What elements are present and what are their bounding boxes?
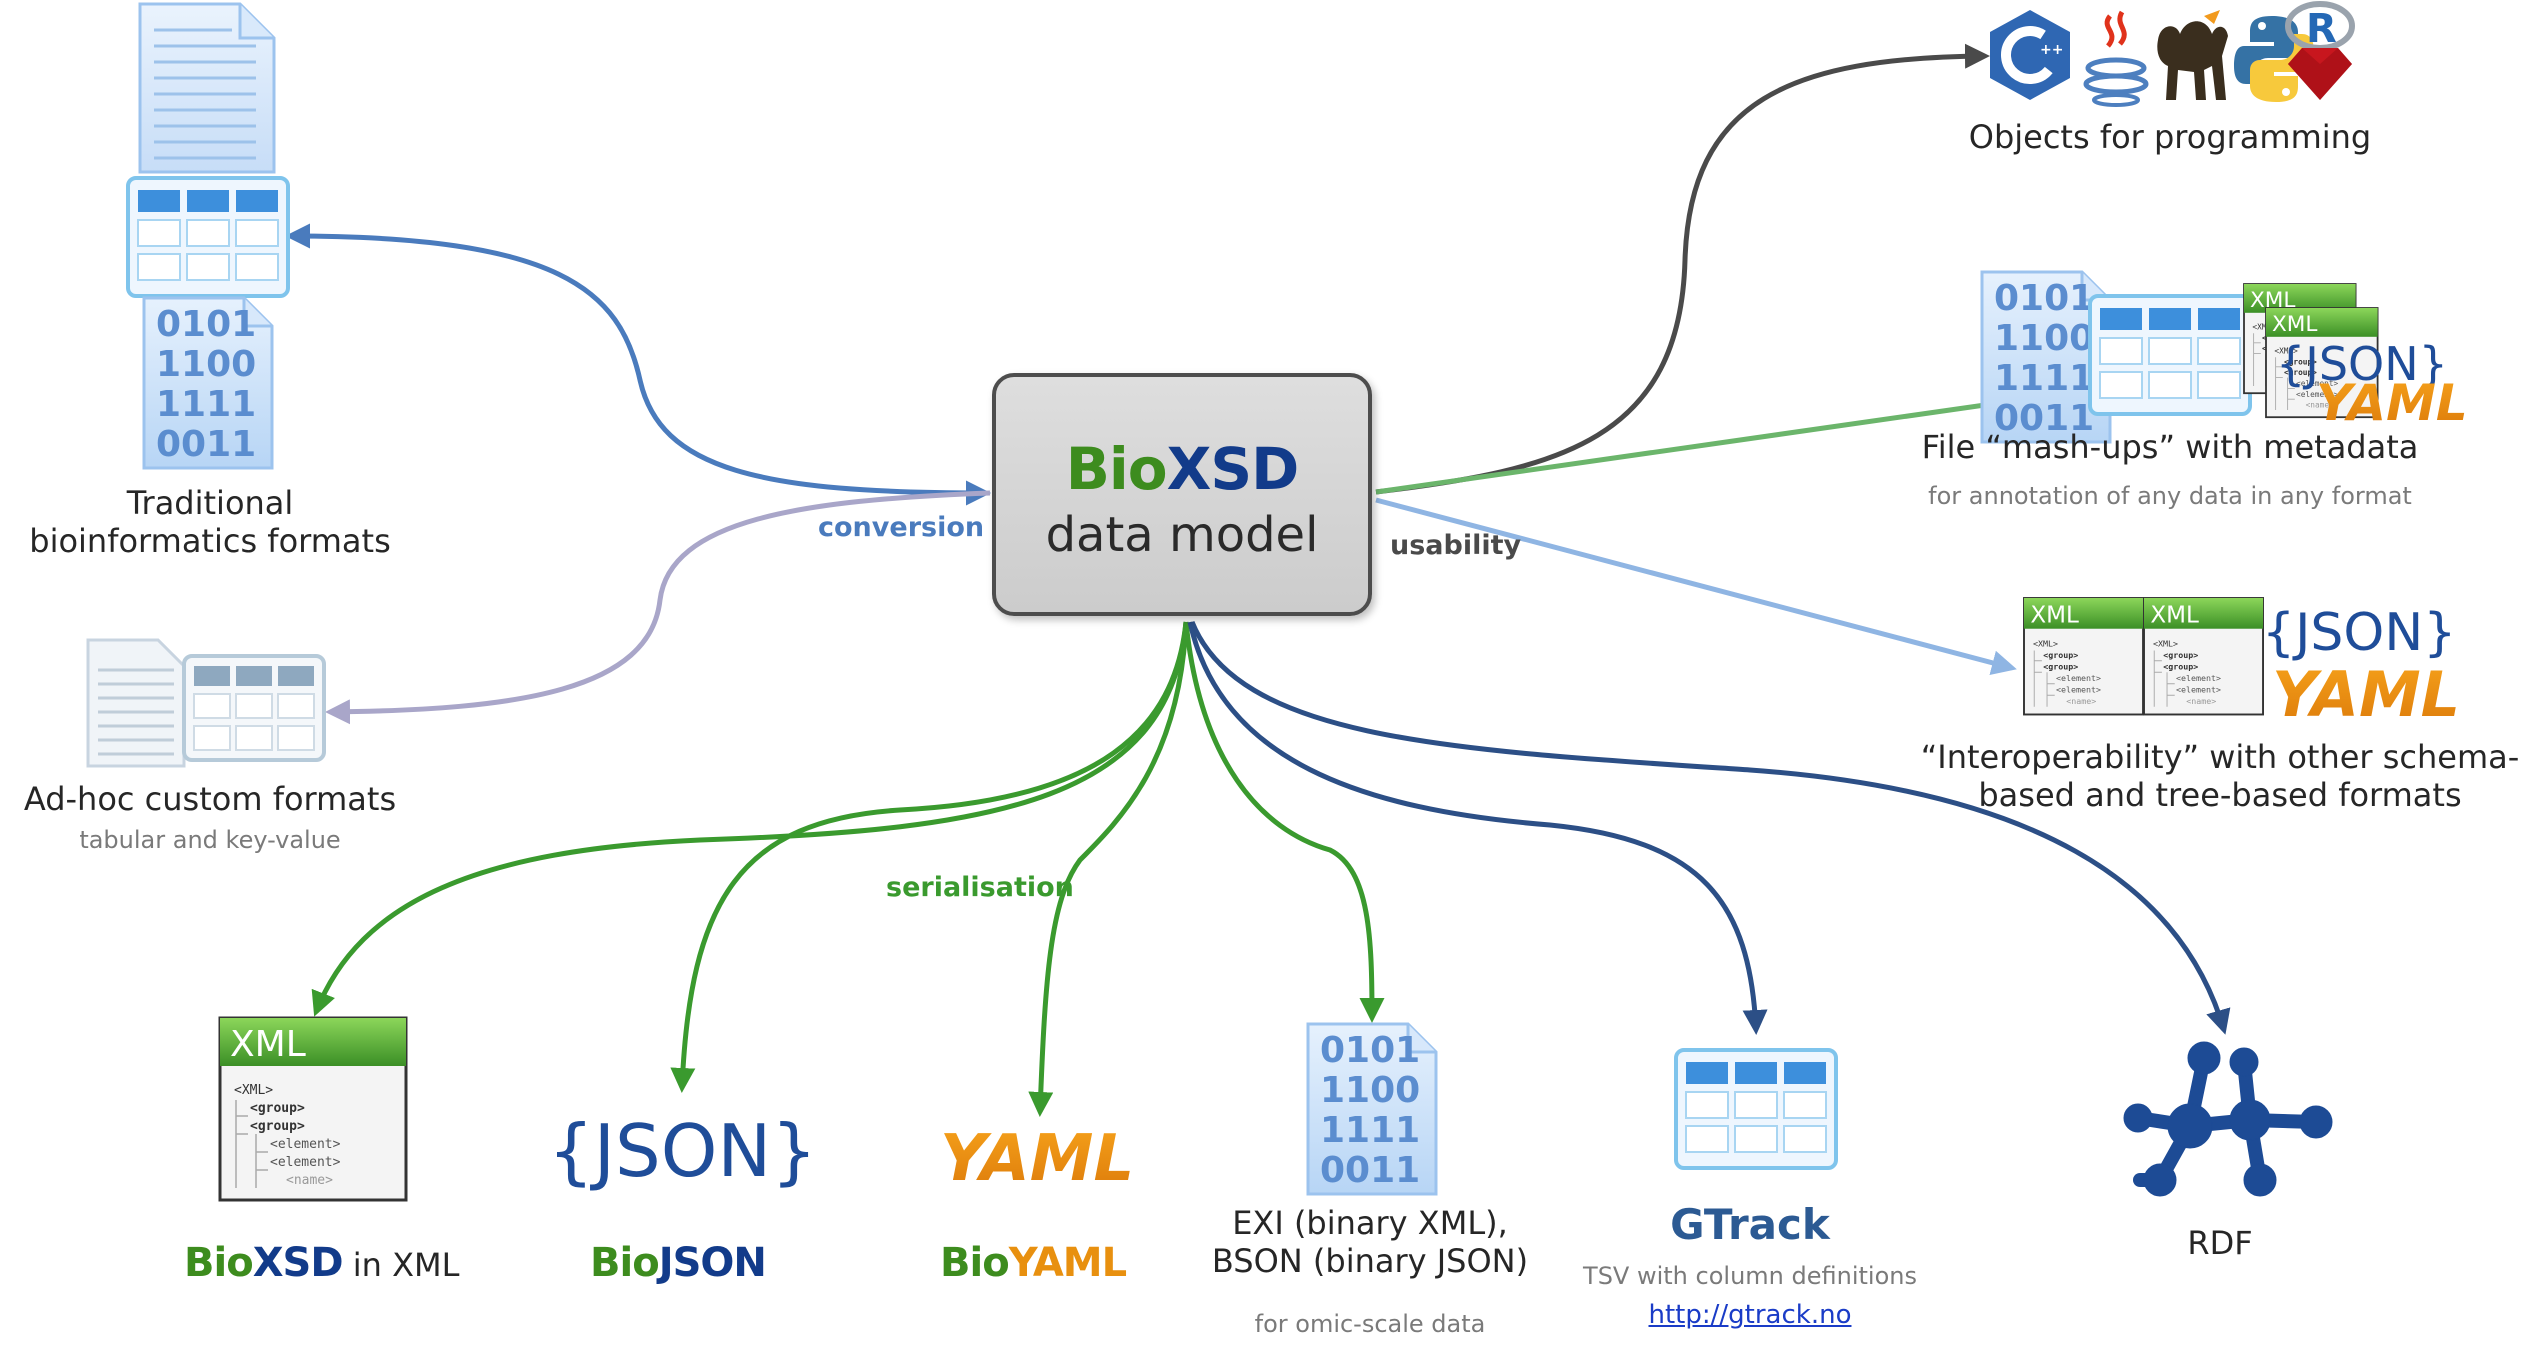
gtrack-link-wrap: http://gtrack.no — [1560, 1300, 1940, 1331]
gtrack-label: GTrack — [1670, 1200, 1830, 1249]
biojson-icon: {JSON} — [548, 1109, 817, 1193]
mashup-yaml-icon: YAML — [2316, 374, 2468, 432]
gtrack-sublabel: TSV with column definitions — [1583, 1262, 1917, 1290]
arrow-rdf — [1189, 621, 2231, 1035]
text-document-icon — [138, 2, 276, 174]
rdf-label: RDF — [2187, 1224, 2253, 1262]
conversion-arrow-traditional — [285, 223, 991, 506]
conversion-label: conversion — [818, 512, 985, 543]
center-subtitle: data model — [1045, 507, 1319, 563]
bioyaml-icon: YAML — [940, 1122, 1134, 1196]
center-title: BioXSD — [996, 435, 1368, 503]
mashup-table-icon — [2088, 294, 2252, 416]
interop-xml-icon — [2023, 597, 2145, 716]
center-title-xsd: XSD — [1166, 435, 1300, 503]
gtrack-link[interactable]: http://gtrack.no — [1648, 1300, 1852, 1330]
serialisation-arrow-yaml — [1028, 621, 1189, 1117]
binary-document-icon — [142, 296, 274, 470]
bioyaml-label: BioYAML — [940, 1240, 1127, 1286]
mashups-sublabel: for annotation of any data in any format — [1928, 482, 2412, 510]
adhoc-format-icon — [86, 638, 326, 768]
usability-label: usability — [1390, 530, 1522, 561]
svg-text:R: R — [2306, 6, 2337, 52]
svg-text:++: ++ — [2040, 42, 2063, 58]
mashups-label: File “mash-ups” with metadata — [1921, 428, 2419, 466]
interoperability-label: “Interoperability” with other schema-bas… — [1920, 738, 2520, 815]
biojson-label: BioJSON — [590, 1240, 767, 1286]
rdf-graph-icon — [2123, 1041, 2333, 1197]
cpp-icon: ++ — [1990, 10, 2070, 100]
adhoc-formats-sublabel: tabular and key-value — [79, 826, 341, 854]
ruby-icon — [2288, 48, 2352, 100]
interop-json-icon: {JSON} — [2262, 603, 2456, 663]
gtrack-table-icon — [1674, 1048, 1838, 1170]
usability-arrow-objects — [1375, 43, 1990, 495]
exi-bson-sublabel: for omic-scale data — [1254, 1310, 1486, 1338]
perl-camel-icon — [2157, 10, 2228, 100]
serialisation-arrow-json — [670, 621, 1189, 1093]
center-title-bio: Bio — [1065, 435, 1168, 503]
table-icon — [126, 176, 290, 298]
objects-programming-label: Objects for programming — [1968, 118, 2372, 156]
serialisation-arrow-xml — [311, 621, 1189, 1017]
bioxsd-in-xml-label: BioXSD in XML — [184, 1240, 460, 1286]
exi-bson-label: EXI (binary XML),BSON (binary JSON) — [1211, 1204, 1529, 1281]
bioxsd-data-model-node: BioXSD data model — [992, 373, 1372, 616]
interop-yaml-icon: YAML — [2272, 658, 2460, 731]
java-icon — [2083, 10, 2149, 107]
python-icon — [2234, 16, 2314, 102]
serialisation-label: serialisation — [886, 872, 1074, 903]
serialisation-arrow-exi — [1183, 621, 1385, 1023]
exi-binary-icon — [1306, 1022, 1438, 1196]
r-icon: R — [2285, 1, 2355, 52]
usability-arrow-interop — [1375, 497, 2017, 675]
mashup-json-icon: {JSON} — [2276, 337, 2448, 391]
conversion-arrow-adhoc — [325, 490, 991, 725]
interop-xml-icon-2 — [2143, 597, 2265, 716]
bioxsd-xml-icon — [218, 1016, 408, 1202]
arrow-gtrack — [1187, 621, 1768, 1035]
adhoc-formats-label: Ad-hoc custom formats — [23, 780, 397, 818]
